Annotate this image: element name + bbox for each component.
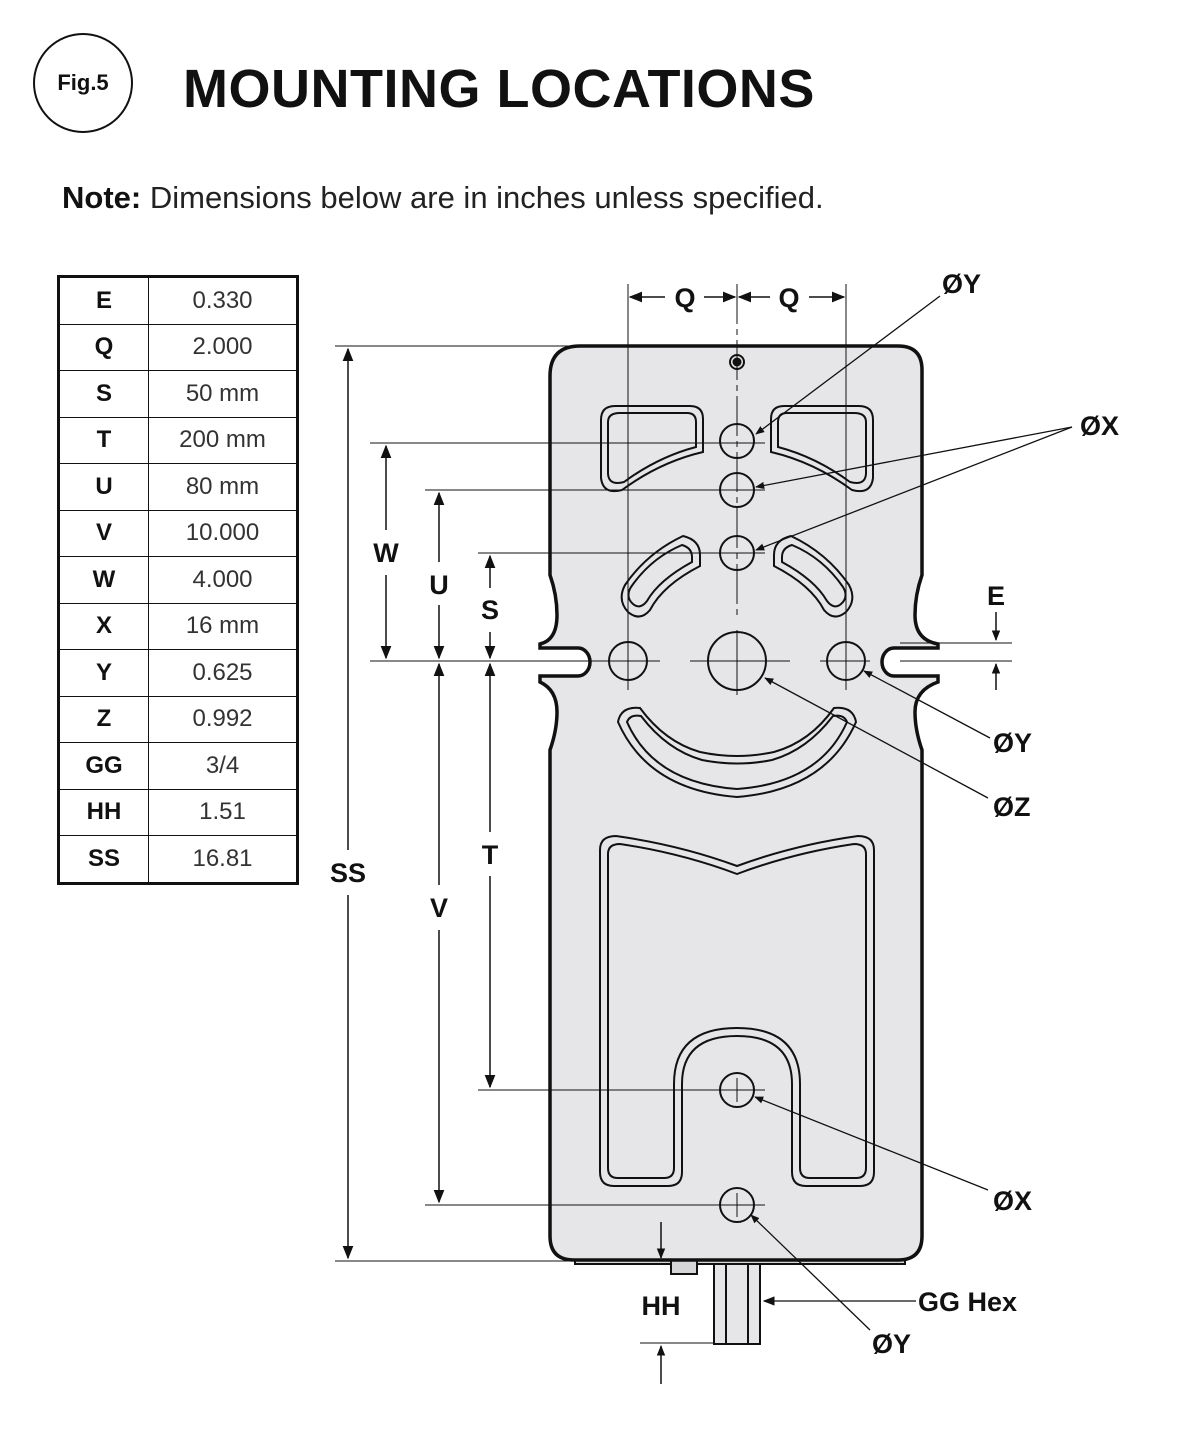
label-dia-z: ØZ [993,792,1031,822]
label-u: U [429,570,449,600]
dim-key: V [58,509,149,557]
note-label: Note: [62,180,142,215]
note: Note: Dimensions below are in inches unl… [62,180,824,216]
dimension-labels: Q Q ØY ØX W U S E ØY ØZ SS T V ØX HH GG … [330,269,1119,1359]
label-dia-y-bottom: ØY [872,1329,911,1359]
dim-value: 4.000 [148,556,298,604]
dim-value: 10.000 [148,509,298,557]
dim-key: T [58,416,149,464]
label-dia-y-top: ØY [942,269,981,299]
dim-value: 16 mm [148,602,298,650]
dim-value: 0.330 [148,276,298,325]
slot-mid-right [773,534,854,618]
figure-badge: Fig.5 [33,33,133,133]
dim-key: Z [58,695,149,743]
dim-value: 80 mm [148,463,298,511]
dim-value: 200 mm [148,416,298,464]
center-lines [370,284,870,1217]
page-title: MOUNTING LOCATIONS [183,59,815,119]
slot-mid-left [620,534,701,618]
slot-top-left [600,405,704,493]
slot-arc [616,706,858,799]
note-text: Dimensions below are in inches unless sp… [149,180,824,215]
label-q-left: Q [674,283,695,313]
dim-value: 16.81 [148,835,298,884]
label-hh: HH [642,1291,681,1321]
label-t: T [482,840,499,870]
dim-key: Y [58,649,149,697]
dim-value: 50 mm [148,370,298,418]
dim-value: 2.000 [148,323,298,371]
label-s: S [481,595,499,625]
label-dia-y-side: ØY [993,728,1032,758]
label-v: V [430,893,448,923]
dim-key: W [58,556,149,604]
extension-lines [335,345,1012,1344]
label-q-right: Q [778,283,799,313]
dim-key: U [58,463,149,511]
shaft [574,1255,906,1345]
dimension-lines [342,291,1001,1384]
dim-key: S [58,370,149,418]
window-bottom [599,834,875,1187]
label-gg-hex: GG Hex [918,1287,1017,1317]
figure-label: Fig.5 [57,70,109,95]
dim-value: 0.992 [148,695,298,743]
label-dia-x-bottom: ØX [993,1186,1032,1216]
label-dia-x-top: ØX [1080,411,1119,441]
dim-key: E [58,276,149,325]
label-e: E [987,581,1005,611]
leader-lines [750,295,1073,1331]
label-ss: SS [330,858,366,888]
label-w: W [373,538,399,568]
dim-value: 0.625 [148,649,298,697]
dim-value: 3/4 [148,742,298,790]
